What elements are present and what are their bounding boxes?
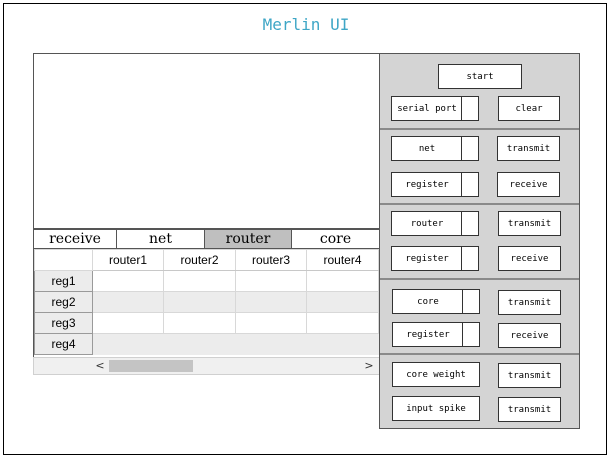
row-header-reg3[interactable]: reg3: [34, 312, 93, 334]
table-cell[interactable]: [92, 333, 164, 355]
core-transmit-button[interactable]: transmit: [498, 290, 561, 315]
net-transmit-button[interactable]: transmit: [497, 136, 560, 161]
net-register-dropdown[interactable]: register: [391, 172, 479, 197]
core-weight-button[interactable]: core weight: [392, 362, 480, 387]
table-cell[interactable]: [306, 291, 379, 313]
core-dropdown[interactable]: core: [392, 289, 480, 314]
section-divider: [380, 203, 579, 205]
router-dropdown[interactable]: router: [391, 211, 479, 236]
dropdown-divider: [461, 137, 462, 160]
view-tab-bar: receive net router core: [33, 229, 380, 249]
input-spike-button[interactable]: input spike: [392, 396, 480, 421]
row-header-reg4[interactable]: reg4: [34, 333, 93, 355]
core-weight-transmit-button[interactable]: transmit: [498, 363, 561, 388]
input-spike-transmit-button[interactable]: transmit: [498, 397, 561, 422]
tab-core[interactable]: core: [319, 231, 352, 247]
control-panel: start serial port clear net transmit reg…: [379, 53, 580, 429]
column-header-router4[interactable]: router4: [306, 249, 379, 271]
scrollbar-thumb[interactable]: [109, 360, 193, 372]
dropdown-divider: [461, 173, 462, 196]
serial-port-dropdown[interactable]: serial port: [391, 96, 479, 121]
dropdown-divider: [462, 290, 463, 313]
clear-button[interactable]: clear: [498, 96, 560, 121]
section-divider: [380, 128, 579, 130]
column-header-router3[interactable]: router3: [235, 249, 307, 271]
tab-router[interactable]: router: [205, 230, 292, 248]
table-cell[interactable]: [163, 291, 236, 313]
tab-receive[interactable]: receive: [34, 230, 117, 248]
table-cell[interactable]: [163, 270, 236, 292]
row-header-reg1[interactable]: reg1: [34, 270, 93, 292]
table-cell[interactable]: [306, 312, 379, 334]
section-divider: [380, 353, 579, 355]
table-cell[interactable]: [92, 312, 164, 334]
table-cell[interactable]: [235, 291, 307, 313]
table-cell[interactable]: [306, 270, 379, 292]
table-corner-cell: [34, 249, 93, 271]
start-button[interactable]: start: [438, 64, 522, 89]
scroll-left-arrow-icon[interactable]: <: [95, 359, 105, 372]
tab-net[interactable]: net: [117, 230, 205, 248]
table-cell[interactable]: [92, 270, 164, 292]
net-receive-button[interactable]: receive: [497, 172, 560, 197]
column-header-router1[interactable]: router1: [92, 249, 164, 271]
net-dropdown[interactable]: net: [391, 136, 479, 161]
table-cell[interactable]: [235, 333, 307, 355]
table-cell[interactable]: [306, 333, 379, 355]
dropdown-divider: [462, 323, 463, 346]
dropdown-divider: [461, 97, 462, 120]
output-display-area: [33, 53, 380, 229]
table-cell[interactable]: [163, 333, 236, 355]
app-title: Merlin UI: [262, 15, 350, 34]
table-cell[interactable]: [235, 312, 307, 334]
dropdown-divider: [461, 247, 462, 270]
column-header-router2[interactable]: router2: [163, 249, 236, 271]
table-cell[interactable]: [163, 312, 236, 334]
register-table: router1 router2 router3 router4 reg1 reg…: [33, 249, 380, 357]
core-register-dropdown[interactable]: register: [392, 322, 480, 347]
core-receive-button[interactable]: receive: [498, 323, 561, 348]
router-transmit-button[interactable]: transmit: [498, 211, 561, 236]
dropdown-divider: [461, 212, 462, 235]
router-receive-button[interactable]: receive: [498, 246, 561, 271]
router-register-dropdown[interactable]: register: [391, 246, 479, 271]
row-header-reg2[interactable]: reg2: [34, 291, 93, 313]
horizontal-scrollbar[interactable]: < >: [33, 357, 380, 375]
scroll-right-arrow-icon[interactable]: >: [364, 359, 374, 372]
table-cell[interactable]: [92, 291, 164, 313]
table-cell[interactable]: [235, 270, 307, 292]
section-divider: [380, 278, 579, 280]
